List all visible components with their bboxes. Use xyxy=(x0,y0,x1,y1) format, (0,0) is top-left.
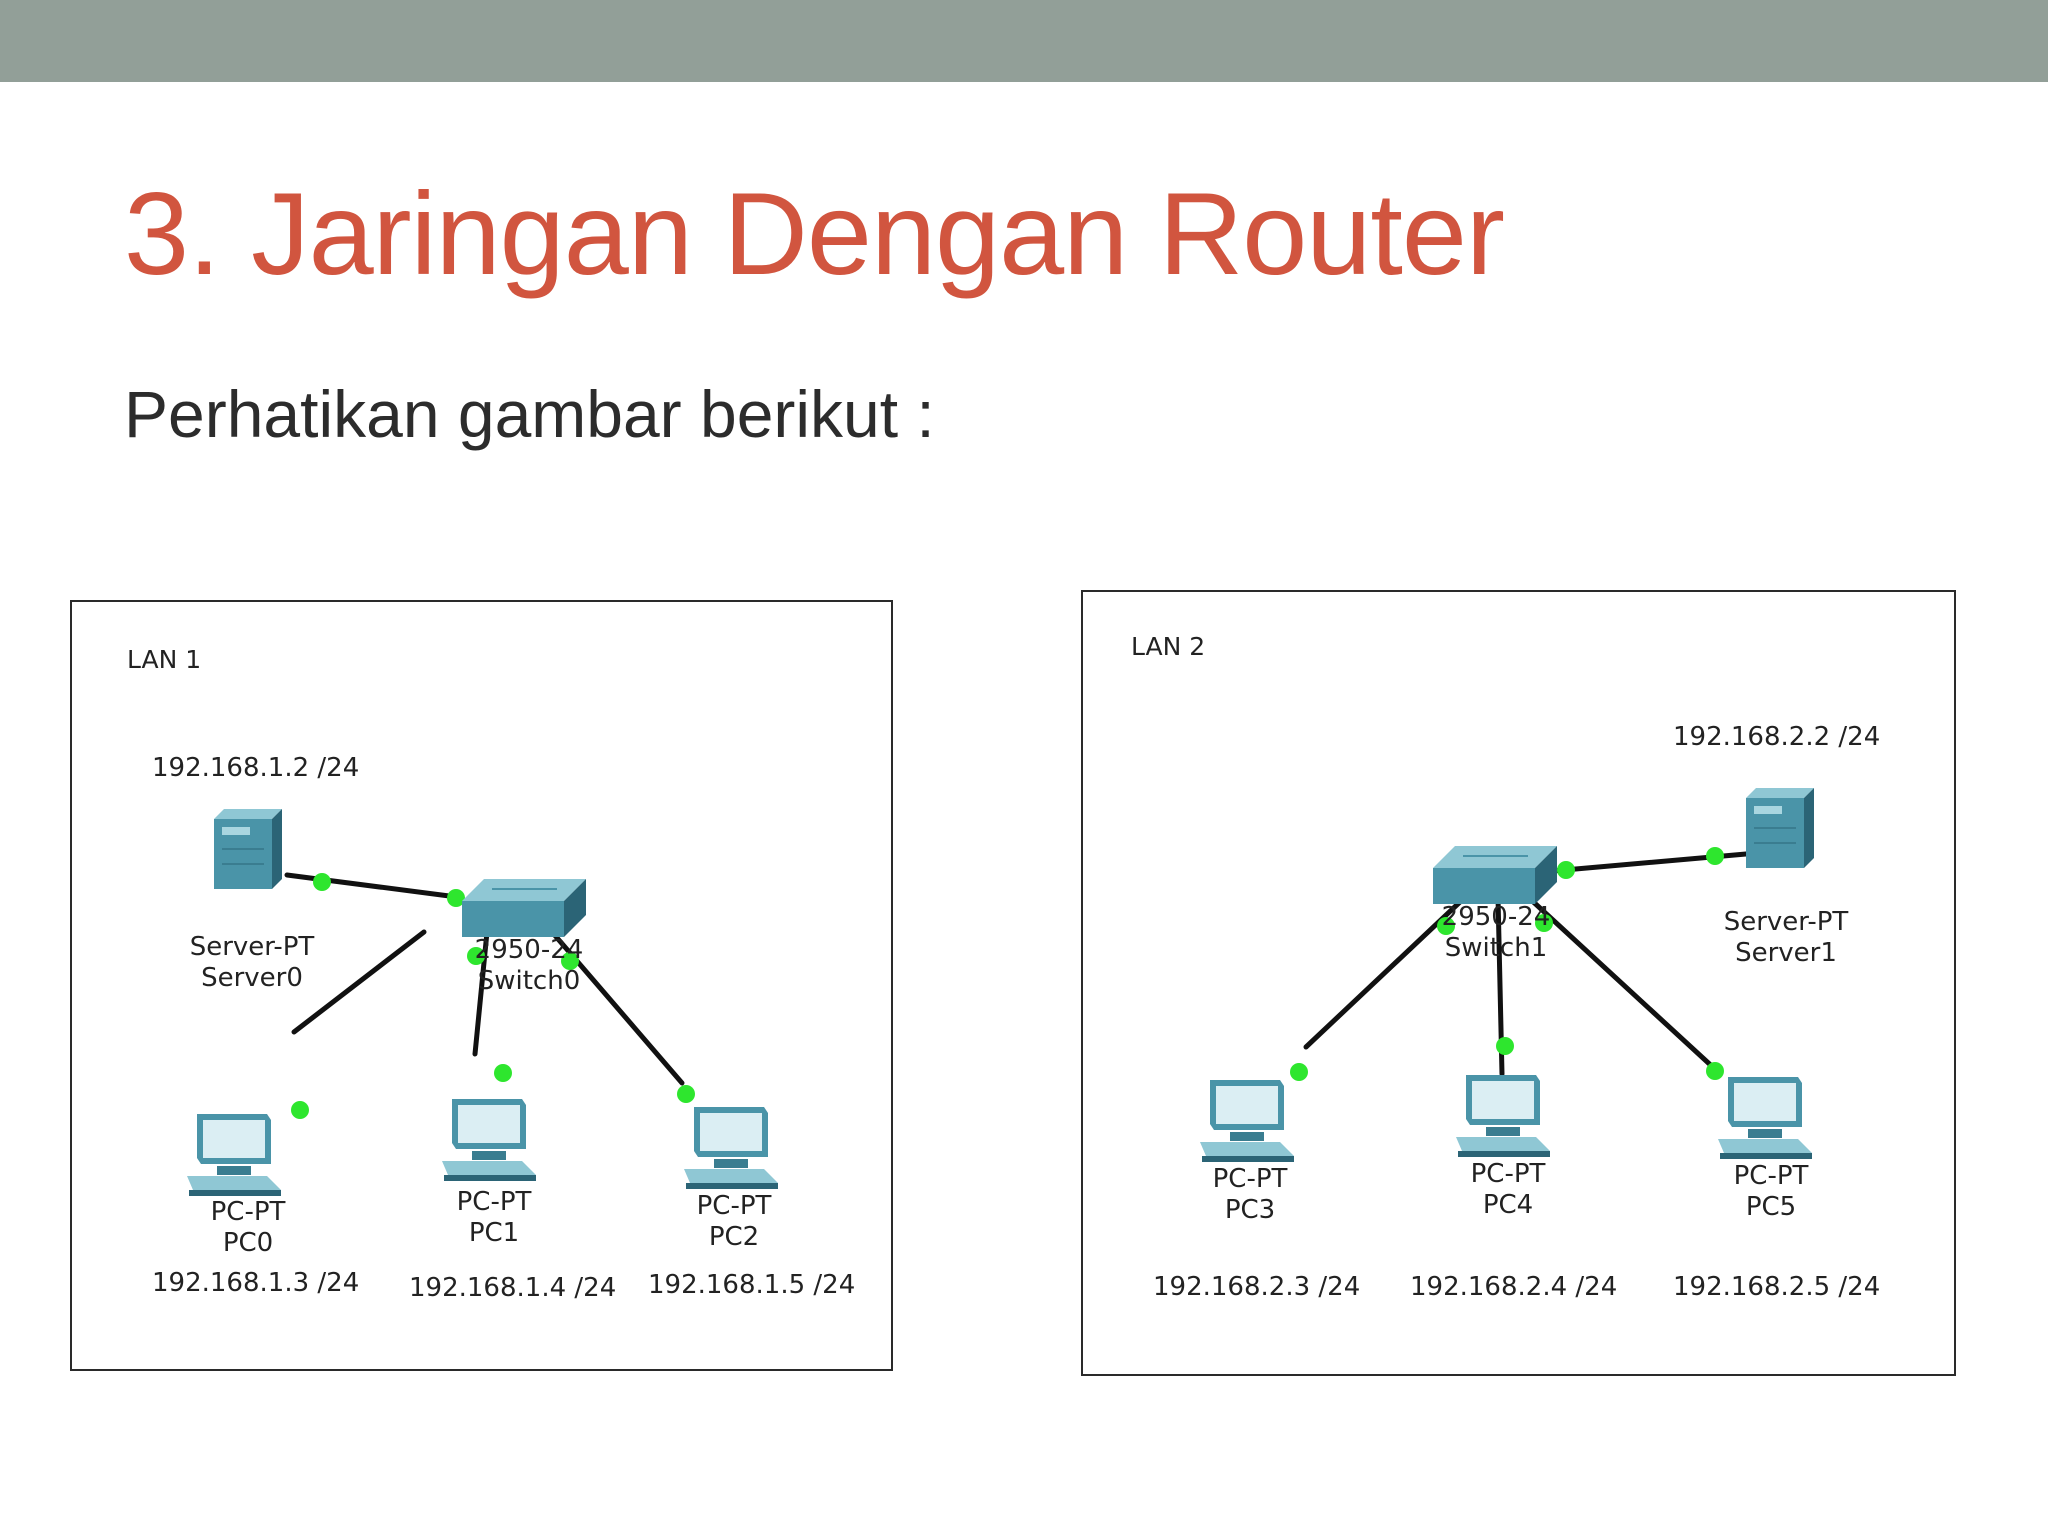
device-name: PC5 xyxy=(1745,1192,1797,1222)
device-name: Switch0 xyxy=(477,966,581,996)
pc-icon xyxy=(187,1114,281,1196)
lan1-diagram-canvas xyxy=(187,809,778,1196)
slide-title: 3. Jaringan Dengan Router xyxy=(124,168,1505,299)
slide-subtitle: Perhatikan gambar berikut : xyxy=(124,377,935,451)
device-type: PC-PT xyxy=(1470,1159,1546,1189)
device-name: Switch1 xyxy=(1444,933,1548,963)
port-dot xyxy=(494,1064,512,1082)
lan1-link-ports xyxy=(291,873,695,1119)
device-name: Server0 xyxy=(201,963,303,993)
device-type: PC-PT xyxy=(210,1197,286,1227)
pc2-ip-label: 192.168.1.5 /24 xyxy=(648,1270,856,1300)
pc0-ip-label: 192.168.1.3 /24 xyxy=(152,1268,360,1298)
port-dot xyxy=(1557,861,1575,879)
pc3-label: PC-PT PC3 xyxy=(1213,1166,1288,1223)
pc1-ip-label: 192.168.1.4 /24 xyxy=(409,1273,617,1303)
lan-title: LAN 1 xyxy=(127,645,202,674)
lan-title: LAN 2 xyxy=(1131,632,1206,661)
pc4-label: PC-PT PC4 xyxy=(1471,1161,1546,1218)
device-type: PC-PT xyxy=(1212,1164,1288,1194)
link-switch1-pc5 xyxy=(1525,894,1719,1073)
port-dot xyxy=(313,873,331,891)
pc3-ip-label: 192.168.2.3 /24 xyxy=(1153,1272,1361,1302)
lan2-diagram-canvas xyxy=(1200,788,1814,1162)
top-accent-bar xyxy=(0,0,2048,82)
pc-icon xyxy=(684,1107,778,1189)
switch1-label: 2950-24 Switch1 xyxy=(1442,904,1551,961)
port-dot xyxy=(467,947,485,965)
link-server0-switch0 xyxy=(284,872,460,900)
pc-icon xyxy=(1456,1075,1550,1157)
pc1-label: PC-PT PC1 xyxy=(457,1189,532,1246)
pc-icon xyxy=(1200,1080,1294,1162)
port-dot xyxy=(1290,1063,1308,1081)
device-type: 2950-24 xyxy=(474,935,584,965)
link-switch1-pc3 xyxy=(1303,898,1464,1050)
device-type: PC-PT xyxy=(456,1187,532,1217)
pc2-label: PC-PT PC2 xyxy=(697,1193,772,1250)
pc4-ip-label: 192.168.2.4 /24 xyxy=(1410,1272,1618,1302)
switch-icon xyxy=(462,879,586,937)
link-switch0-pc1 xyxy=(472,929,490,1057)
switch0-label: 2950-24 Switch0 xyxy=(475,937,584,994)
pc5-ip-label: 192.168.2.5 /24 xyxy=(1673,1272,1881,1302)
port-dot xyxy=(1706,847,1724,865)
device-name: PC0 xyxy=(222,1228,274,1258)
device-name: PC3 xyxy=(1224,1195,1276,1225)
server-ip-label: 192.168.2.2 /24 xyxy=(1673,722,1881,752)
port-dot xyxy=(1535,914,1553,932)
server-icon xyxy=(1746,788,1814,868)
link-switch0-pc0 xyxy=(291,929,427,1035)
server-ip-label: 192.168.1.2 /24 xyxy=(152,753,360,783)
pc-icon xyxy=(1718,1077,1812,1159)
port-dot xyxy=(677,1085,695,1103)
server0-label: Server-PT Server0 xyxy=(190,934,315,991)
lan1-diagram: LAN 1 192.168.1.2 /24 Server-PT Server0 … xyxy=(70,600,893,1371)
port-dot xyxy=(561,952,579,970)
device-type: PC-PT xyxy=(1733,1161,1809,1191)
port-dot xyxy=(447,889,465,907)
device-type: 2950-24 xyxy=(1441,902,1551,932)
port-dot xyxy=(1706,1062,1724,1080)
server-icon xyxy=(214,809,282,889)
lan2-diagram: LAN 2 192.168.2.2 /24 Server-PT Server1 … xyxy=(1081,590,1956,1376)
device-name: Server1 xyxy=(1735,938,1837,968)
switch-icon xyxy=(1433,846,1557,904)
port-dot xyxy=(291,1101,309,1119)
lan2-link-ports xyxy=(1290,847,1724,1081)
lan2-links xyxy=(1303,851,1749,1077)
port-dot xyxy=(1496,1037,1514,1055)
device-name: PC4 xyxy=(1482,1190,1534,1220)
device-type: Server-PT xyxy=(1723,907,1849,937)
pc0-label: PC-PT PC0 xyxy=(211,1199,286,1256)
pc5-label: PC-PT PC5 xyxy=(1734,1163,1809,1220)
device-type: Server-PT xyxy=(189,932,315,962)
port-dot xyxy=(1437,917,1455,935)
device-type: PC-PT xyxy=(696,1191,772,1221)
device-name: PC1 xyxy=(468,1218,520,1248)
device-name: PC2 xyxy=(708,1222,760,1252)
pc-icon xyxy=(442,1099,536,1181)
server1-label: Server-PT Server1 xyxy=(1724,909,1849,966)
